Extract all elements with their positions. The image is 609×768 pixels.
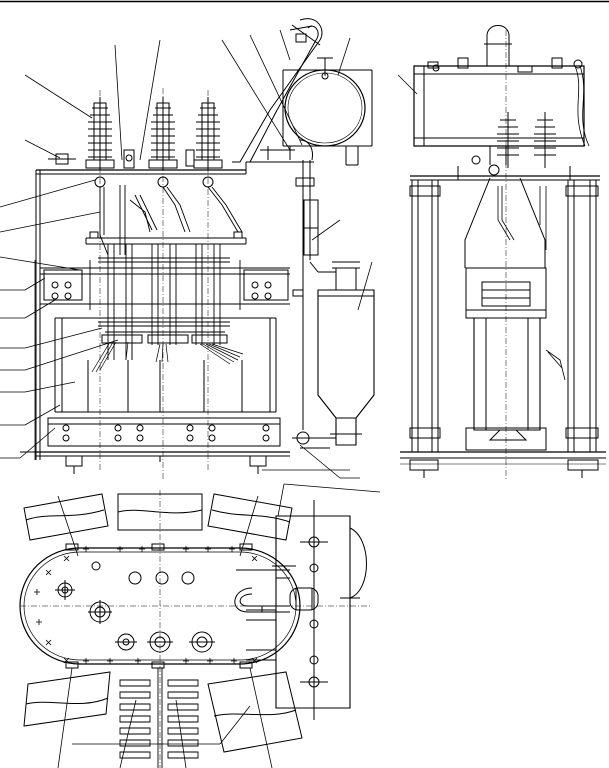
tie-rods (90, 244, 240, 360)
side-bushing-2 (534, 112, 556, 168)
base-skids (20, 452, 266, 474)
side-bushing-1 (497, 112, 519, 168)
side-base (400, 428, 606, 478)
plan-conservator (235, 500, 367, 720)
plan-leaders (58, 484, 380, 768)
plan-side-bars (236, 570, 276, 660)
cross-bars (98, 258, 230, 343)
bushing-lv (124, 150, 194, 168)
conservator-tank (283, 58, 372, 165)
drain-valve (292, 432, 336, 448)
core-coil-body (55, 318, 276, 412)
plan-bolt-marks (34, 546, 257, 664)
vertical-oil-pipe (293, 140, 336, 430)
breather-pipe (232, 19, 322, 162)
side-bushings (472, 112, 556, 175)
bushing-leads (100, 185, 242, 255)
tank-cover (36, 154, 300, 460)
plan-center-lines (20, 490, 370, 768)
side-conservator (414, 58, 589, 146)
plan-view (20, 484, 380, 768)
side-leader (398, 75, 417, 94)
winding-lead-fans (92, 342, 243, 372)
center-lines (100, 88, 208, 480)
plan-fins (120, 668, 198, 768)
leader-lines-left (0, 30, 372, 478)
side-frame-verticals (410, 180, 598, 452)
upper-clamp-frame (40, 232, 290, 304)
side-tank-cover (410, 166, 600, 180)
side-active-part (465, 178, 546, 430)
side-leads (498, 186, 565, 380)
side-elevation-view (398, 26, 606, 481)
plan-radiators (24, 494, 302, 752)
plan-bushings (55, 562, 215, 652)
front-elevation-view (0, 19, 374, 480)
silica-gel-breather (318, 262, 374, 445)
